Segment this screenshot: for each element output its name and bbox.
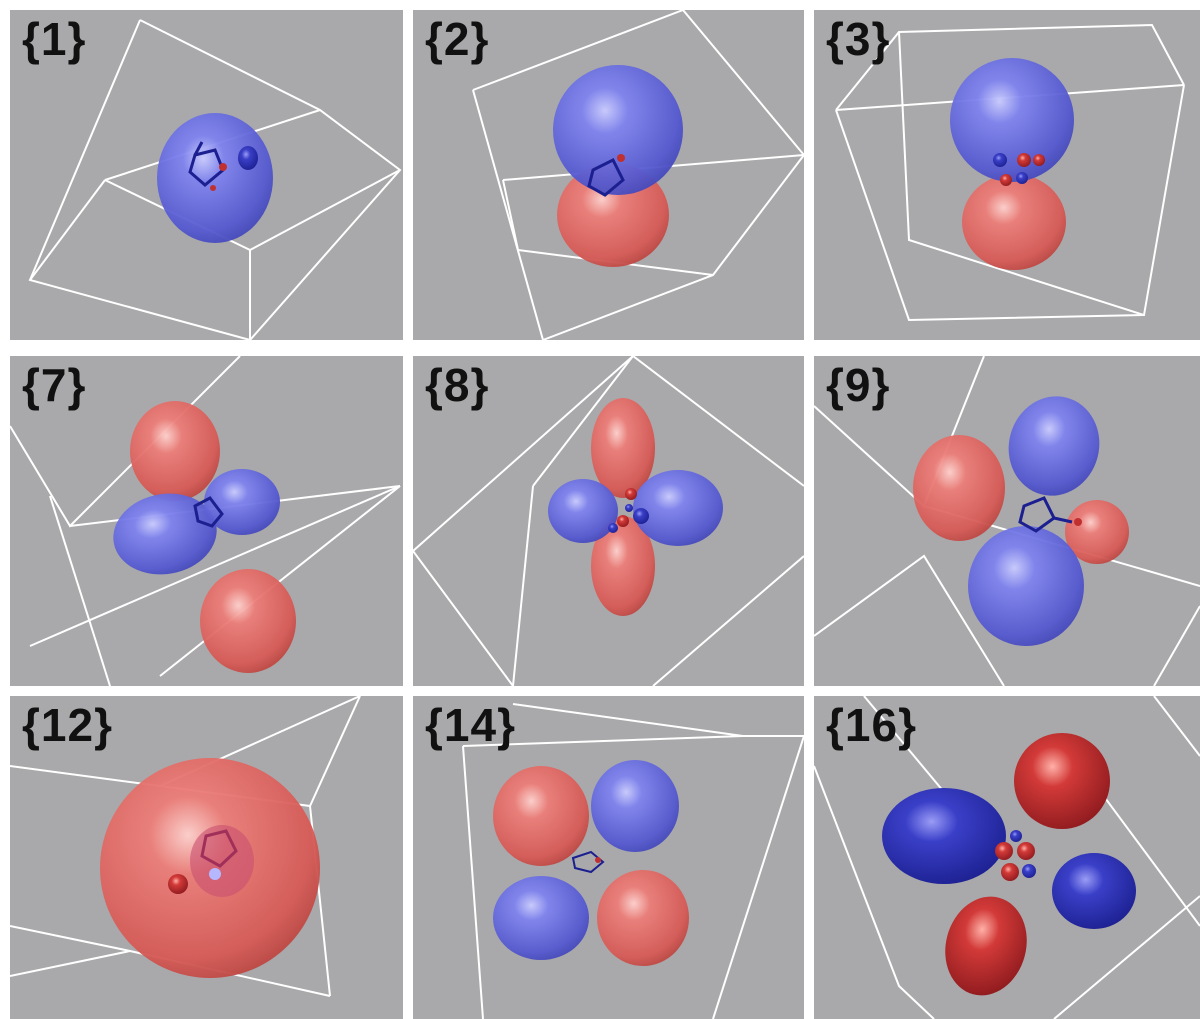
panel-label: {12} — [22, 699, 113, 751]
orbital-panel-14: {14} — [413, 696, 804, 1019]
panel-label: {14} — [425, 699, 516, 751]
orbital-image-8 — [413, 356, 804, 686]
orbital-image-2 — [472, 10, 804, 340]
orbital-panel-12: {12} — [10, 696, 403, 1019]
panel-label: {2} — [425, 13, 490, 65]
orbital-panel-2: {2} — [413, 10, 804, 340]
orbital-image-9 — [814, 356, 1200, 686]
orbital-image-7 — [10, 356, 401, 686]
panel-label: {7} — [22, 359, 87, 411]
orbital-panel-7: {7} — [10, 356, 403, 686]
orbital-image-14 — [462, 703, 804, 1019]
orbital-panel-1: {1} — [10, 10, 403, 340]
panel-label: {16} — [826, 699, 917, 751]
orbital-image-12 — [10, 696, 361, 997]
panel-label: {9} — [826, 359, 891, 411]
orbital-image-16 — [814, 696, 1200, 1019]
orbital-image-3 — [835, 23, 1185, 322]
panel-label: {3} — [826, 13, 891, 65]
orbital-panel-8: {8} — [413, 356, 804, 686]
panel-label: {1} — [22, 13, 87, 65]
orbital-panel-9: {9} — [814, 356, 1200, 686]
orbital-panel-3: {3} — [814, 10, 1200, 340]
orbital-image-1 — [28, 19, 402, 340]
panel-label: {8} — [425, 359, 490, 411]
orbital-panel-16: {16} — [814, 696, 1200, 1019]
